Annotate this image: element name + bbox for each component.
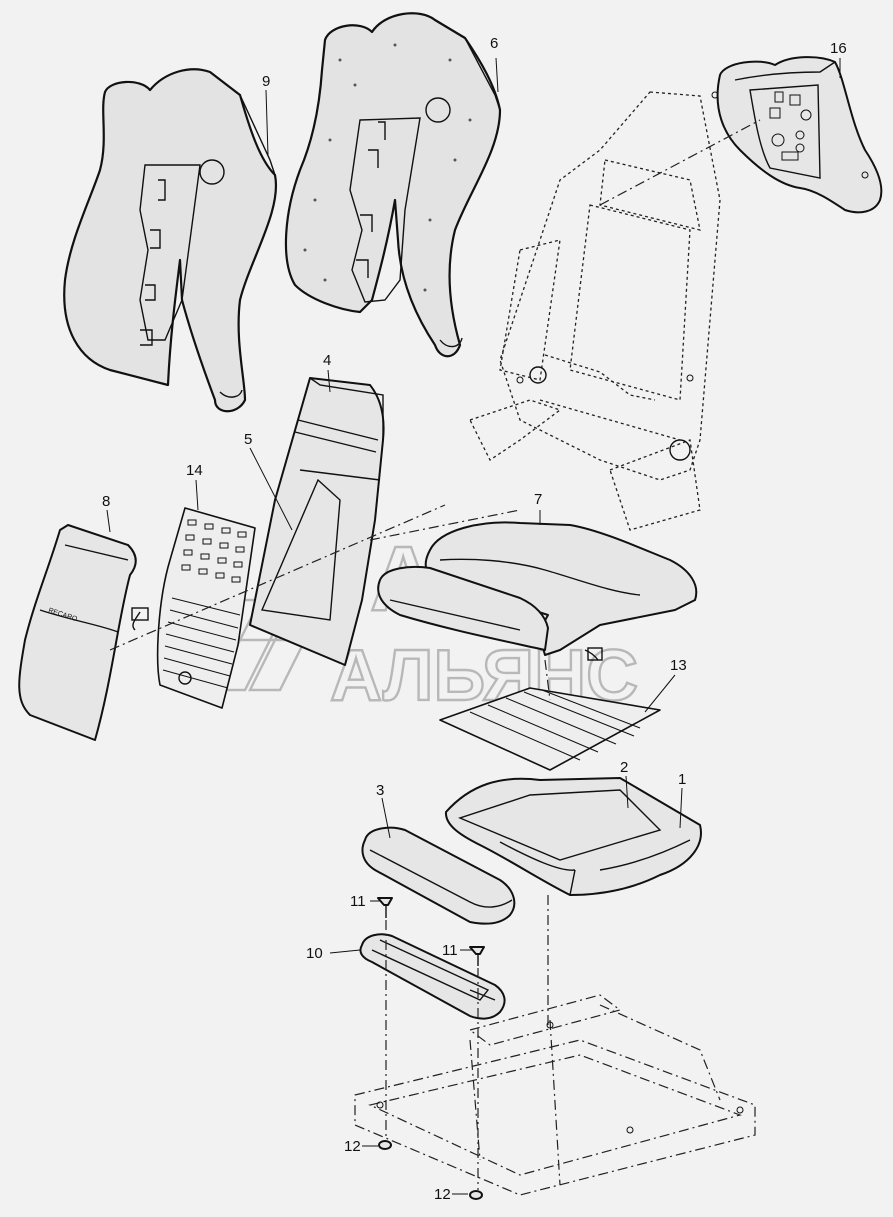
callout-16: 16 — [830, 40, 847, 57]
callout-leaders — [106, 57, 841, 1195]
callout-3: 3 — [376, 782, 384, 799]
backrest-panel-8: RECARO — [18, 524, 137, 741]
heater-slots — [181, 519, 247, 583]
callout-8: 8 — [102, 493, 110, 510]
callout-2: 2 — [620, 759, 628, 776]
backrest-heater-14 — [131, 507, 256, 709]
backrest-foam-9 — [63, 68, 278, 413]
screw-11b — [469, 946, 485, 966]
callout-5: 5 — [244, 431, 252, 448]
callout-11b: 11 — [442, 942, 458, 959]
seat-cushion-7 — [377, 521, 698, 661]
headrest-16 — [711, 56, 883, 214]
assembly-lines — [109, 119, 761, 1190]
backrest-frame — [469, 91, 721, 531]
backrest-cover-4 — [249, 377, 385, 666]
callout-7: 7 — [534, 491, 542, 508]
callout-12a: 12 — [344, 1138, 361, 1155]
screw-11a — [377, 897, 393, 918]
callout-9: 9 — [262, 73, 270, 90]
callout-13: 13 — [670, 657, 687, 674]
nut-12a — [378, 1140, 392, 1150]
callout-10: 10 — [306, 945, 323, 962]
foam-texture-specks — [303, 43, 472, 292]
armrest-pad-3 — [361, 826, 516, 925]
base-frame — [354, 994, 756, 1196]
seat-heater-13 — [439, 687, 661, 771]
seat-foam-1 — [444, 777, 702, 896]
armrest-base-10 — [359, 933, 506, 1020]
callout-4: 4 — [323, 352, 331, 369]
backrest-foam-6 — [284, 12, 502, 358]
callout-11a: 11 — [350, 893, 366, 910]
callout-12b: 12 — [434, 1186, 451, 1203]
callout-6: 6 — [490, 35, 498, 52]
callout-1: 1 — [678, 771, 686, 788]
callout-labels: 1 2 3 4 5 6 7 8 9 10 11 11 12 12 13 14 1… — [102, 35, 847, 1203]
nut-12b — [469, 1190, 483, 1200]
callout-14: 14 — [186, 462, 203, 479]
